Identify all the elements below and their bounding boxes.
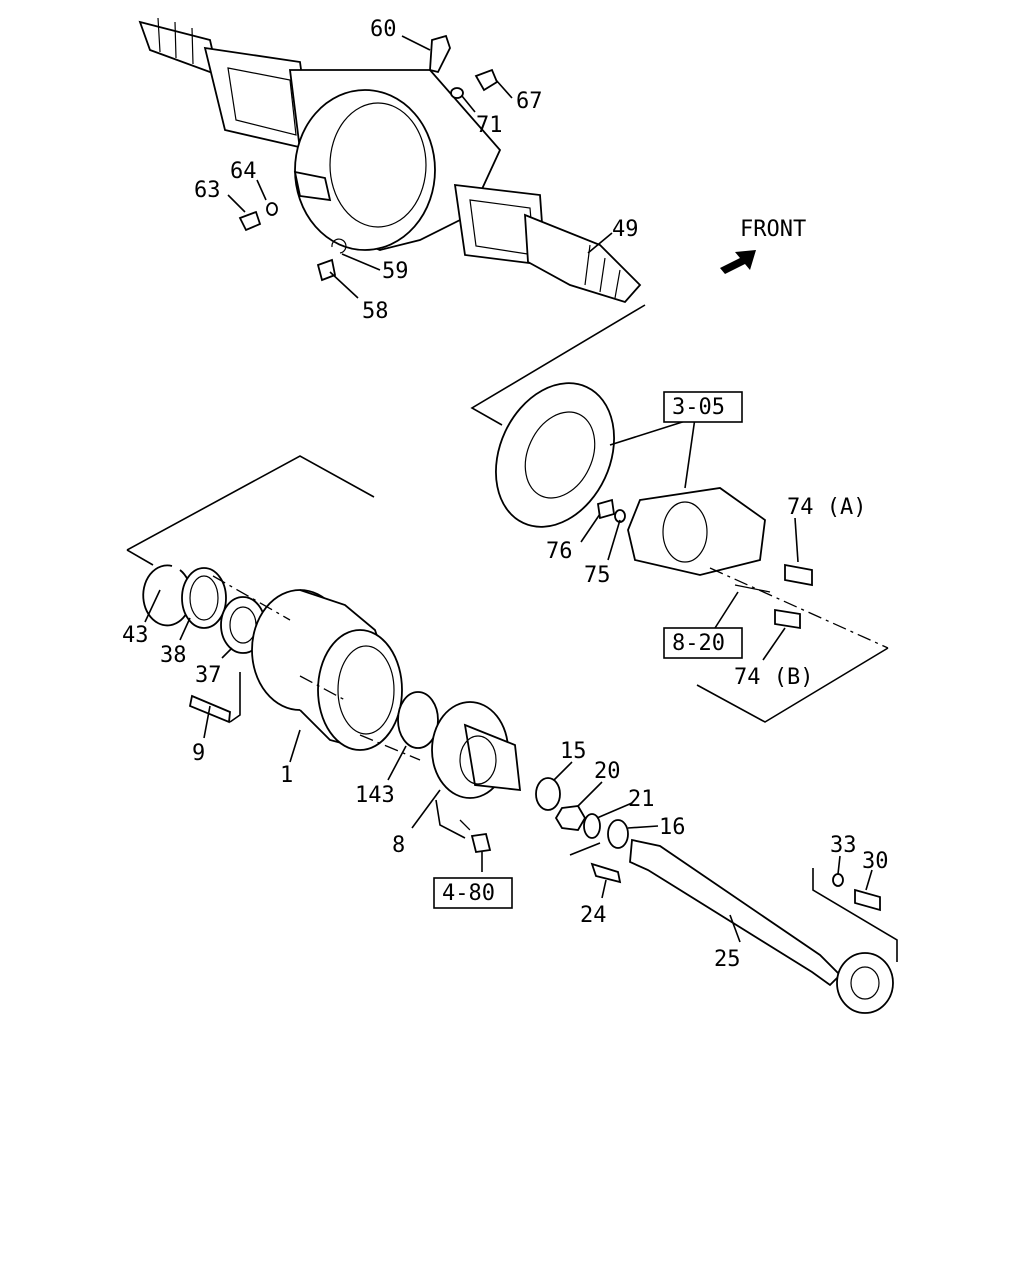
callout-143: 143 bbox=[355, 783, 395, 808]
brake-bracket bbox=[596, 487, 813, 630]
svg-text:8-20: 8-20 bbox=[672, 631, 725, 656]
hub-drum-assembly bbox=[142, 564, 629, 884]
callout-15: 15 bbox=[560, 739, 587, 764]
leader-lines bbox=[144, 35, 873, 943]
callout-60: 60 bbox=[370, 17, 397, 42]
ref-box-8-20[interactable]: 8-20 bbox=[663, 627, 743, 659]
callout-16: 16 bbox=[659, 815, 686, 840]
callout-33: 33 bbox=[830, 833, 857, 858]
callout-24: 24 bbox=[580, 903, 607, 928]
callout-59: 59 bbox=[382, 259, 409, 284]
brake-backing-plate bbox=[495, 382, 615, 528]
ref-box-4-80[interactable]: 4-80 bbox=[433, 877, 513, 909]
svg-text:3-05: 3-05 bbox=[672, 395, 725, 420]
callout-67: 67 bbox=[516, 89, 543, 114]
callout-75: 75 bbox=[584, 563, 611, 588]
housing-fasteners bbox=[238, 34, 499, 282]
ref-box-3-05[interactable]: 3-05 bbox=[663, 391, 743, 423]
callout-71: 71 bbox=[476, 113, 503, 138]
callout-64: 64 bbox=[230, 159, 257, 184]
callout-30: 30 bbox=[862, 849, 889, 874]
axle-shaft bbox=[629, 838, 894, 1014]
callout-76: 76 bbox=[546, 539, 573, 564]
callout-21: 21 bbox=[628, 787, 655, 812]
callout-63: 63 bbox=[194, 178, 221, 203]
callout-8: 8 bbox=[392, 833, 405, 858]
callout-1: 1 bbox=[280, 763, 293, 788]
callout-49: 49 bbox=[612, 217, 639, 242]
callout-20: 20 bbox=[594, 759, 621, 784]
callout-25: 25 bbox=[714, 947, 741, 972]
axle-housing bbox=[138, 17, 642, 304]
svg-text:4-80: 4-80 bbox=[442, 881, 495, 906]
callout-74a: 74 (A) bbox=[787, 495, 866, 520]
callout-37: 37 bbox=[195, 663, 222, 688]
callout-58: 58 bbox=[362, 299, 389, 324]
callout-38: 38 bbox=[160, 643, 187, 668]
callout-43: 43 bbox=[122, 623, 149, 648]
front-arrow-icon bbox=[720, 250, 756, 274]
front-label: FRONT bbox=[740, 217, 806, 242]
callout-74b: 74 (B) bbox=[734, 665, 813, 690]
callout-9: 9 bbox=[192, 741, 205, 766]
